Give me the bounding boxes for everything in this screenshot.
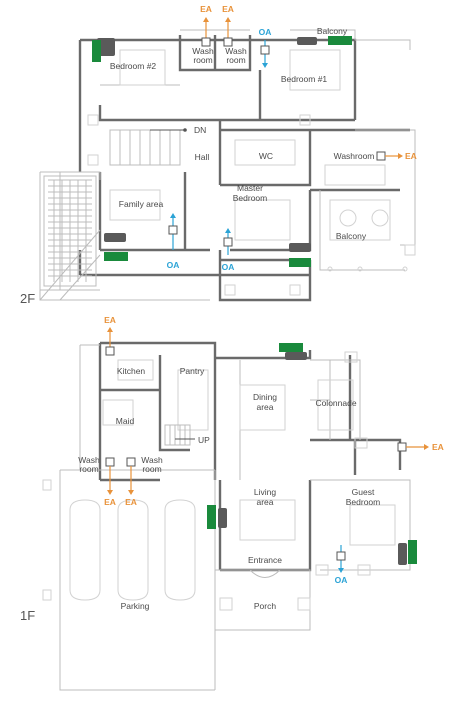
room-entrance: Entrance [248, 555, 282, 565]
1f-oa-guest: OA [335, 545, 348, 585]
room-living-line1: Living [254, 487, 276, 497]
room-washroom-1f-b-line2: room [142, 464, 161, 474]
outdoor-unit-family-area [104, 252, 128, 261]
room-kitchen: Kitchen [117, 366, 146, 376]
room-dining-line2: area [256, 402, 273, 412]
room-washroom-b-line1: Wash [225, 46, 247, 56]
2f-ea-washroom: EA [376, 151, 417, 161]
room-balcony-top: Balcony [317, 26, 348, 36]
2f-stair-hatch [39, 175, 101, 301]
ea-label-1f-wash-b: EA [125, 497, 137, 507]
room-hall: Hall [195, 152, 210, 162]
indoor-unit-master-bedroom [289, 243, 311, 252]
room-family-area: Family area [119, 199, 164, 209]
1f-ea-kitchen: EA [104, 315, 116, 356]
1f-ea-guest: EA [397, 442, 444, 452]
indoor-unit-bedroom-1 [297, 37, 317, 45]
room-guest-bedroom-line1: Guest [352, 487, 375, 497]
room-colonnade: Colonnade [315, 398, 356, 408]
oa-label-2f-bedroom-1: OA [259, 27, 272, 37]
ea-label-2f-washroom: EA [405, 151, 417, 161]
floor-label-1f: 1F [20, 608, 35, 623]
oa-label-2f-family-area: OA [167, 260, 180, 270]
2f-furniture [87, 49, 416, 296]
ea-label-2f-wash-a: EA [200, 4, 212, 14]
2f-outer-walls [78, 35, 410, 302]
room-balcony-right: Balcony [336, 231, 367, 241]
room-washroom-1f-b-line1: Wash [141, 455, 163, 465]
outdoor-unit-living [207, 505, 216, 529]
2f-oa-master-bedroom: OA [222, 228, 235, 272]
outdoor-unit-master-bedroom [289, 258, 311, 267]
room-washroom-1f-a-line1: Wash [78, 455, 100, 465]
ea-label-2f-wash-b: EA [222, 4, 234, 14]
2f-oa-bedroom-1: OA [259, 27, 272, 68]
ea-label-1f-guest: EA [432, 442, 444, 452]
1f-furniture [42, 351, 396, 611]
1f-secondary-walls [59, 344, 411, 691]
room-washroom: Washroom [334, 151, 375, 161]
room-bedroom-1: Bedroom #1 [281, 74, 328, 84]
outdoor-unit-guest-bedroom [408, 540, 417, 564]
room-pantry: Pantry [180, 366, 205, 376]
room-washroom-a-line1: Wash [192, 46, 214, 56]
outdoor-unit-bedroom-2 [92, 40, 101, 62]
oa-label-2f-master-bedroom: OA [222, 262, 235, 272]
indoor-unit-bedroom-2 [97, 38, 115, 56]
2f-oa-family-area: OA [167, 213, 180, 270]
room-living-line2: area [256, 497, 273, 507]
oa-label-1f-guest: OA [335, 575, 348, 585]
stair-dn-label: DN [194, 125, 206, 135]
indoor-unit-family-area [104, 233, 126, 242]
room-parking: Parking [121, 601, 150, 611]
room-washroom-1f-a-line2: room [79, 464, 98, 474]
floor-label-2f: 2F [20, 291, 35, 306]
room-wc: WC [259, 151, 273, 161]
1f-stair-up [164, 424, 191, 446]
2f-ea-washroom-b: EA [222, 4, 234, 47]
ea-label-1f-kitchen: EA [104, 315, 116, 325]
room-bedroom-2: Bedroom #2 [110, 61, 157, 71]
outdoor-unit-dining [279, 343, 303, 352]
room-washroom-b-line2: room [226, 55, 245, 65]
indoor-unit-living [218, 508, 227, 528]
stair-up-label: UP [198, 435, 210, 445]
room-maid: Maid [116, 416, 135, 426]
outdoor-unit-balcony [328, 36, 352, 45]
indoor-unit-guest-bedroom [398, 543, 407, 565]
room-master-bedroom-line2: Bedroom [233, 193, 268, 203]
room-washroom-a-line2: room [193, 55, 212, 65]
second-floor-plan: Bedroom #2 Wash room Wash room Balcony B… [20, 4, 417, 306]
1f-ea-washroom-a: EA [104, 457, 116, 507]
room-dining-line1: Dining [253, 392, 277, 402]
ea-label-1f-wash-a: EA [104, 497, 116, 507]
2f-ea-washroom-a: EA [200, 4, 212, 47]
2f-stair [109, 128, 187, 166]
first-floor-plan: Kitchen Pantry Dining area Colonnade Mai… [20, 315, 444, 691]
indoor-unit-dining [285, 352, 307, 360]
1f-ea-washroom-b: EA [125, 457, 137, 507]
room-porch: Porch [254, 601, 276, 611]
room-guest-bedroom-line2: Bedroom [346, 497, 381, 507]
room-master-bedroom-line1: Master [237, 183, 263, 193]
